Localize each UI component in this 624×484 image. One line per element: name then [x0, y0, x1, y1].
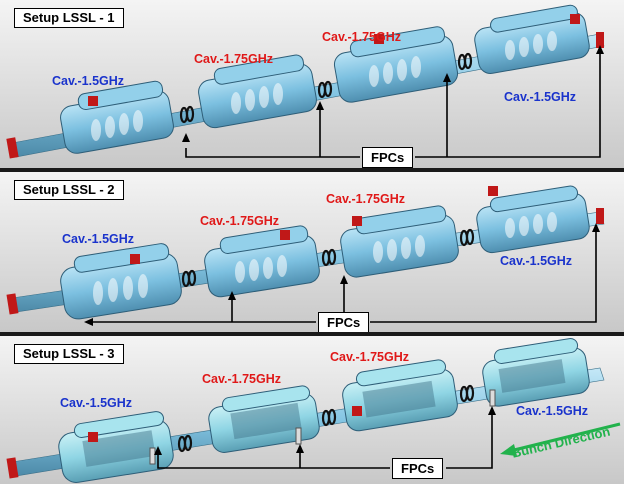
cryomodule-1 — [60, 243, 182, 320]
flange-left — [6, 137, 19, 159]
cavity-label: Cav.-1.75GHz — [202, 372, 281, 386]
cavity-label: Cav.-1.5GHz — [500, 254, 573, 268]
cryomodule-4 — [482, 338, 590, 407]
panel-divider — [0, 168, 624, 172]
fpc-connectors-2 — [90, 230, 597, 323]
panel-setup-1: Setup LSSL - 1 Cav.-1.5GHz Cav.-1.75GHz … — [0, 0, 624, 168]
cryomodule-4 — [476, 185, 590, 254]
flange-right — [596, 32, 604, 48]
panel-divider — [0, 332, 624, 336]
cavity-label: Cav.-1.75GHz — [200, 214, 279, 228]
cryomodule-2 — [198, 54, 317, 129]
cavity-label: Cav.-1.75GHz — [194, 52, 273, 66]
cryomodule-1 — [58, 411, 174, 483]
cryomodule-3 — [333, 26, 459, 103]
cavity-label: Cav.-1.5GHz — [62, 232, 135, 246]
flange-left — [6, 457, 19, 479]
cryomodule-4 — [474, 4, 590, 74]
cavity-label: Cav.-1.75GHz — [326, 192, 405, 206]
bunch-arrow — [500, 422, 621, 456]
flange-right — [596, 208, 604, 224]
setup-title: Setup LSSL - 3 — [14, 344, 124, 364]
cavity-label: Cav.-1.5GHz — [60, 396, 133, 410]
cryomodule-2 — [204, 225, 320, 298]
cryomodule-2 — [208, 385, 320, 453]
cavity-label: Cav.-1.75GHz — [322, 30, 401, 44]
panel-1-drawing — [0, 0, 624, 168]
setup-title: Setup LSSL - 2 — [14, 180, 124, 200]
cryomodule-3 — [340, 205, 459, 278]
cavity-label: Cav.-1.75GHz — [330, 350, 409, 364]
cavity-label: Cav.-1.5GHz — [52, 74, 125, 88]
panel-setup-2: Setup LSSL - 2 Cav.-1.5GHz Cav.-1.75GHz … — [0, 172, 624, 332]
panel-3-drawing — [0, 336, 624, 484]
fpc-label: FPCs — [318, 312, 370, 332]
panel-setup-3: Setup LSSL - 3 Cav.-1.5GHz Cav.-1.75GHz … — [0, 336, 624, 484]
setup-title: Setup LSSL - 1 — [14, 8, 124, 28]
flange-left — [6, 293, 19, 315]
fpc-label: FPCs — [362, 147, 414, 168]
cavity-label: Cav.-1.5GHz — [504, 90, 577, 104]
fpc-connectors-1 — [185, 52, 601, 158]
cryomodule-3 — [342, 359, 458, 432]
fpc-label: FPCs — [392, 458, 444, 479]
cavity-label: Cav.-1.5GHz — [516, 404, 589, 418]
cryomodule-1 — [60, 80, 174, 154]
